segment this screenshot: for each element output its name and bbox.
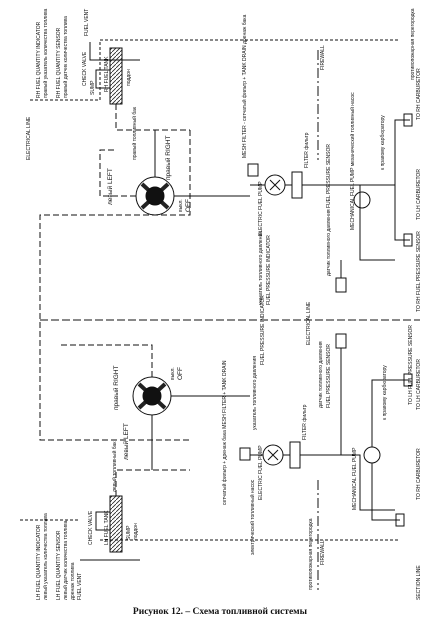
- to-lh-carb-label: TO LH CARBURETOR: [416, 359, 422, 410]
- firewall-upper-label: FIREWALL: [320, 45, 326, 70]
- rh-pressure-indicator-en-label: FUEL PRESSURE INDICATOR: [266, 235, 272, 305]
- rh-electric-fuel-pump-label: ELECTRIC FUEL PUMP: [258, 181, 264, 236]
- lh-electric-fuel-pump-ru-label: электрический топливный насос: [249, 479, 256, 555]
- rh-selector-right-label: правый RIGHT: [164, 135, 172, 180]
- lh-tank-outlet-line: [115, 469, 190, 496]
- rh-pressure-sensor: [335, 277, 347, 293]
- rh-selector-left-arm: [99, 149, 136, 197]
- lower-half: [20, 333, 413, 590]
- rh-fuel-tank: [109, 47, 123, 105]
- lh-carb-fitting-2: [395, 513, 405, 527]
- lh-mesh-filter-label: сетчатый фильтр + дренаж бака MESH FILTE…: [221, 360, 228, 505]
- lh-pump-line: [250, 454, 395, 511]
- fuel-vent-lh-ru-label: дренаж топлива: [70, 562, 76, 600]
- check-valve-lh-label: CHECK VALVE: [88, 510, 94, 545]
- rh-quantity-sensor-ru-label: правый датчик количества топлива: [62, 16, 69, 98]
- rh-to-carb-ru-label: к правому карбюратору: [380, 115, 386, 170]
- firewall-lower-label: FIREWALL: [320, 540, 326, 565]
- to-rh-carb-label-lower: TO RH CARBURETOR: [416, 448, 422, 500]
- lh-quantity-indicator-label: LH FUEL QUANTITY INDICATOR: [36, 524, 42, 600]
- rh-mechanical-fuel-pump: [353, 191, 371, 209]
- lh-fuel-tank: [109, 495, 123, 553]
- lh-selector-up: [60, 344, 153, 377]
- rh-quantity-indicator-label: RH FUEL QUANTITY INDICATOR: [36, 21, 42, 98]
- lh-electric-pump-symbol: [267, 449, 279, 461]
- rh-selector-hub: [145, 186, 165, 206]
- sump-rh-label: SUMP: [90, 80, 96, 95]
- upper-half: [30, 39, 420, 441]
- lh-tank-sump: [95, 511, 111, 531]
- lh-to-carb-ru-label: к правому карбюратору: [382, 365, 388, 420]
- rh-pressure-sensor-label: датчик топливного давления FUEL PRESSURE…: [326, 144, 332, 276]
- lh-quantity-sensor-ru-label: левый датчик количества топлива: [62, 520, 69, 600]
- section-line-label: SECTION LINE: [416, 565, 422, 600]
- lh-tank-ru-label: левый топливный бак: [111, 441, 118, 492]
- electrical-line-bottom: [20, 519, 400, 541]
- lh-selector-off-label: OFF: [177, 367, 184, 380]
- rh-filter-label: FILTER фильтр: [304, 132, 310, 168]
- rh-quantity-indicator-ru-label: правый указатель количества топлива: [42, 8, 49, 98]
- rh-selector-off-label: OFF: [185, 199, 192, 212]
- rh-mechanical-pump-label: MECHANICAL FUEL PUMP механический топлив…: [349, 92, 356, 230]
- lh-quantity-indicator-ru-label: левый указатель количества топлива: [42, 513, 49, 600]
- rh-selector-off-ru-label: выкл.: [178, 199, 184, 212]
- lh-pressure-sensor: [335, 333, 347, 349]
- check-valve-rh-label: CHECK VALVE: [82, 51, 88, 86]
- firewall-upper-ru-label: противопожарная перегородка: [410, 8, 416, 80]
- to-rh-pressure-sensor-label: TO RH FUEL PRESSURE SENSOR: [416, 231, 422, 312]
- lh-carb-outlet: [371, 379, 410, 521]
- rh-tank-ru-label: правый топливный бак: [131, 106, 138, 160]
- rh-tank-outlet-line: [115, 104, 190, 131]
- lh-carb-fitting-1: [403, 373, 413, 387]
- sump-lh-label: SUMP: [126, 525, 132, 540]
- rh-carb-outlet: [360, 119, 410, 241]
- sump-rh-ru-label: поддон: [126, 69, 132, 86]
- to-lh-pressure-sensor-label: TO LH FUEL PRESSURE SENSOR: [408, 325, 414, 405]
- lh-electric-fuel-pump-label: ELECTRIC FUEL PUMP: [258, 445, 264, 500]
- rh-selector-left-label: левый LEFT: [106, 168, 114, 205]
- lh-selector-off-ru-label: выкл.: [170, 367, 176, 380]
- lh-quantity-sensor-label: LH FUEL QUANTITY SENSOR: [56, 530, 62, 600]
- lh-selector-left-label: левый LEFT: [122, 423, 130, 460]
- rh-fuel-tank-label: RH FUEL TANK: [104, 56, 110, 92]
- rh-electric-pump-symbol: [269, 179, 281, 191]
- rh-carb-fitting-1: [403, 113, 413, 127]
- fuel-vent-line-rh: [89, 42, 140, 61]
- lh-fuel-filter: [289, 441, 301, 469]
- lh-pressure-indicator-en-label: FUEL PRESSURE INDICATOR: [260, 295, 266, 365]
- rh-fuel-filter: [291, 171, 303, 199]
- rh-carb-fitting-2: [403, 233, 413, 247]
- fuel-vent-rh-label: FUEL VENT: [84, 9, 90, 36]
- lh-mesh-filter: [239, 447, 251, 461]
- lh-pressure-sensor-ru-label: датчик топливного давления: [318, 341, 324, 408]
- lh-mechanical-pump-label: MECHANICAL FUEL PUMP: [352, 447, 358, 510]
- firewall-lower-ru-label: противопожарная перегородка: [308, 518, 314, 590]
- rh-pressure-indicator-label: указатель топливного давления: [258, 231, 264, 305]
- rh-quantity-sensor-label: RH FUEL QUANTITY SENSOR: [56, 27, 62, 98]
- rh-mesh-filter: [247, 163, 259, 177]
- lh-selector-right-label: правый RIGHT: [112, 365, 120, 410]
- lh-fuel-tank-label: LH FUEL TANK: [104, 510, 110, 545]
- lh-filter-label: FILTER фильтр: [302, 404, 308, 440]
- to-rh-carb-label: TO RH CARBURETOR: [416, 68, 422, 120]
- lh-mechanical-fuel-pump: [363, 446, 381, 464]
- fuel-vent-lh-label: FUEL VENT: [77, 573, 83, 600]
- electrical-line-top-label: ELECTRICAL LINE: [26, 116, 32, 160]
- rh-crossfeed-line: [39, 130, 191, 441]
- lh-pressure-sensor-label: FUEL PRESSURE SENSOR: [326, 344, 332, 408]
- electrical-line-lower-label: ELECTRICAL LINE: [306, 301, 312, 345]
- figure-caption: Рисунок 12. – Схема топливной системы: [132, 607, 308, 617]
- lh-selector-hub: [142, 386, 162, 406]
- rh-tank-sump: [95, 69, 111, 89]
- lh-pressure-indicator-label: указатель топливного давления: [252, 356, 258, 430]
- to-lh-carb-label-upper: TO LH CARBURETOR: [416, 169, 422, 220]
- sump-lh-ru-label: поддон: [133, 523, 139, 540]
- rh-mesh-filter-label: MESH FILTER - сетчатый фильтр + TANK DRA…: [241, 14, 248, 158]
- rh-pump-line: [250, 184, 395, 261]
